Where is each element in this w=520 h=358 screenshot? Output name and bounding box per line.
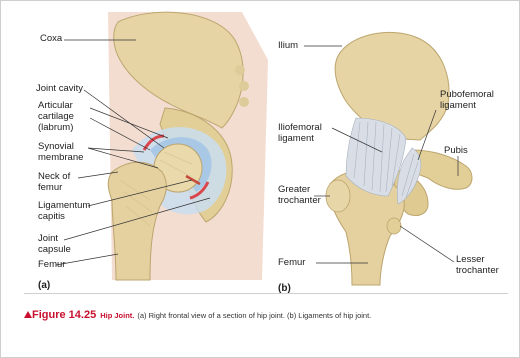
- caption-divider: [24, 293, 508, 294]
- label-pubis: Pubis: [444, 146, 468, 157]
- caption-triangle-icon: [24, 311, 32, 318]
- vertebra-1: [235, 65, 245, 75]
- label-femur-b: Femur: [278, 258, 305, 269]
- label-greater: Greater: [278, 185, 310, 196]
- figure-number: Figure 14.25: [32, 309, 96, 321]
- label-articular: Articular: [38, 101, 73, 112]
- vertebra-2: [239, 81, 249, 91]
- panel-a-illustration: [56, 12, 268, 280]
- lesser-trochanter-shape: [387, 218, 401, 234]
- label-iliofemoral-ligament: ligament: [278, 134, 314, 145]
- label-trochanter-greater: trochanter: [278, 196, 321, 207]
- label-capsule: capsule: [38, 245, 71, 256]
- label-neck-of: Neck of: [38, 172, 70, 183]
- ilium-bone: [335, 32, 449, 140]
- figure-caption-text: (a) Right frontal view of a section of h…: [137, 311, 371, 320]
- label-pubofemoral: Pubofemoral: [440, 90, 494, 101]
- label-trochanter-lesser: trochanter: [456, 266, 499, 277]
- panel-a-letter: (a): [38, 281, 50, 292]
- figure-caption: Figure 14.25 Hip Joint.(a) Right frontal …: [32, 310, 512, 321]
- label-membrane: membrane: [38, 153, 83, 164]
- label-coxa: Coxa: [40, 34, 62, 45]
- label-femur-neck: femur: [38, 183, 62, 194]
- label-labrum: (labrum): [38, 123, 73, 134]
- label-pubofemoral-ligament: ligament: [440, 101, 476, 112]
- label-joint-cavity: Joint cavity: [36, 84, 83, 95]
- label-femur-a: Femur: [38, 260, 65, 271]
- figure-title: Hip Joint.: [100, 311, 134, 320]
- label-capitis: capitis: [38, 212, 65, 223]
- label-iliofemoral: Iliofemoral: [278, 123, 322, 134]
- label-joint: Joint: [38, 234, 58, 245]
- panel-b-illustration: [304, 32, 472, 285]
- label-cartilage: cartilage: [38, 112, 74, 123]
- label-lesser: Lesser: [456, 255, 485, 266]
- label-ligamentum: Ligamentum: [38, 201, 90, 212]
- label-synovial: Synovial: [38, 142, 74, 153]
- label-ilium: Ilium: [278, 41, 298, 52]
- vertebra-3: [239, 97, 249, 107]
